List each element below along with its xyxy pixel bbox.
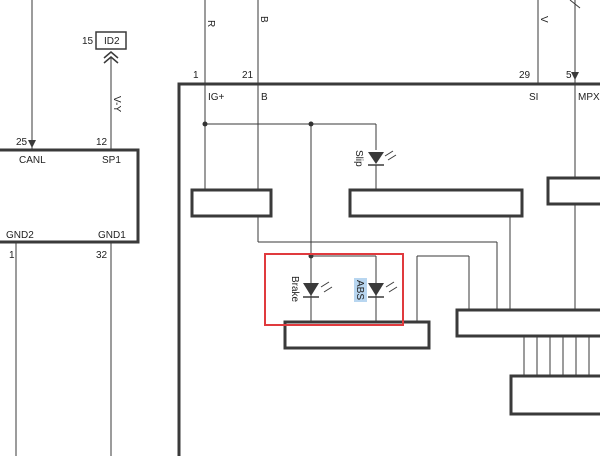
block-led-driver[interactable] (283, 320, 431, 350)
pin-25: 25 (16, 137, 28, 148)
pin-5: 5 (566, 70, 572, 81)
arrow-down-icon (28, 140, 36, 148)
bus-lines (523, 336, 590, 376)
block-mpx[interactable] (546, 176, 600, 206)
wire-label-b: B (258, 16, 269, 23)
wire-label-vy: V-Y (111, 96, 122, 112)
module-pin-canl: CANL (19, 155, 46, 166)
module-pin-gnd2: GND2 (6, 230, 34, 241)
block-ig[interactable] (190, 188, 273, 218)
left-module-box[interactable] (0, 148, 140, 244)
pin-21: 21 (242, 70, 254, 81)
module-pin-sp1: SP1 (102, 155, 121, 166)
brake-led-icon (303, 281, 333, 298)
pin-1-bottom: 1 (9, 250, 15, 261)
pin-1: 1 (193, 70, 199, 81)
ecu-pin-ig: IG+ (208, 92, 225, 103)
pin-29: 29 (519, 70, 531, 81)
pin-12: 12 (96, 137, 108, 148)
ecu-pin-si: SI (529, 92, 538, 103)
wire-diagonal (569, 0, 581, 9)
ecu-pin-b: B (261, 92, 268, 103)
chevron-up-icon (103, 51, 119, 59)
block-bus[interactable] (455, 308, 600, 338)
abs-led-icon (368, 281, 398, 298)
pin-15: 15 (82, 36, 94, 47)
ecu-pin-mpx: MPX (578, 92, 600, 103)
slip-label: Slip (353, 150, 364, 167)
junction-dot (202, 121, 208, 127)
block-lower[interactable] (509, 374, 600, 416)
id2-connector[interactable] (95, 31, 127, 50)
wire-label-r: R (205, 20, 216, 27)
module-pin-gnd1: GND1 (98, 230, 126, 241)
brake-label: Brake (289, 276, 300, 303)
id2-label: ID2 (104, 36, 120, 47)
arrow-down-icon (571, 72, 579, 80)
highlight-box (264, 253, 404, 326)
junction-dot (308, 121, 314, 127)
abs-highlight-bg (354, 278, 367, 302)
block-slip[interactable] (348, 188, 524, 218)
abs-label: ABS (354, 280, 365, 300)
wire-label-v: V (538, 16, 549, 23)
pin-32: 32 (96, 250, 108, 261)
chevron-up-icon (103, 56, 119, 64)
